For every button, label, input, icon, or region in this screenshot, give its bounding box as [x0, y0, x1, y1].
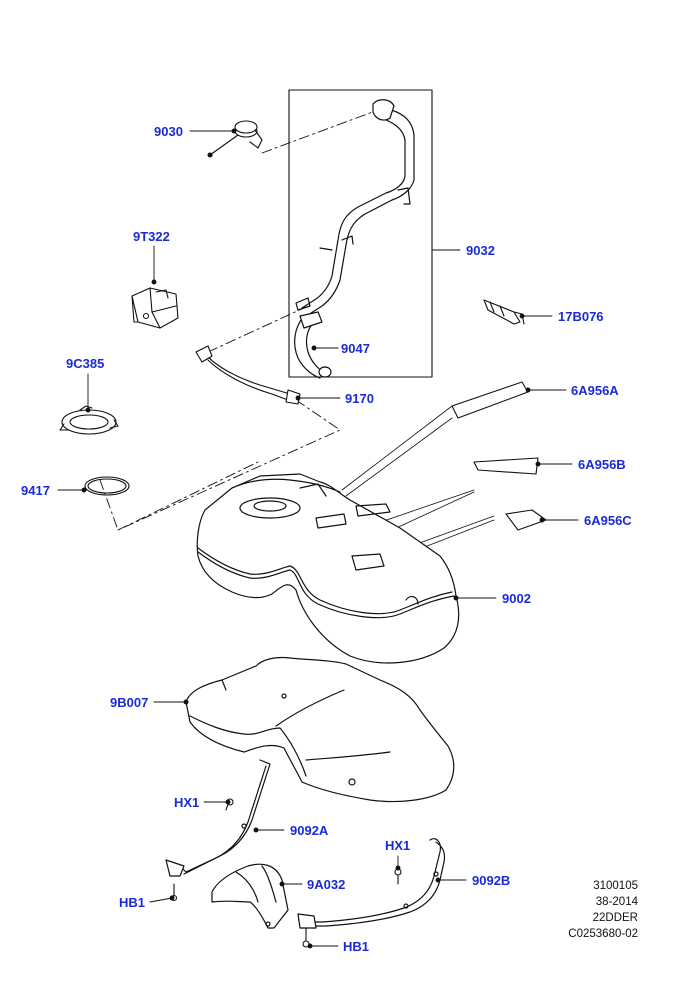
- vent-pipe: [195, 345, 301, 405]
- reference-block: 3100105 38-2014 22DDER C0253680-02: [568, 878, 638, 942]
- filler-pipe: [295, 99, 415, 316]
- bolts: [170, 798, 402, 948]
- callout-hx1-left[interactable]: HX1: [174, 795, 200, 810]
- callout-9417[interactable]: 9417: [21, 483, 50, 498]
- filler-hose: [294, 311, 332, 379]
- callout-leaders: [57, 128, 579, 949]
- callout-17B076[interactable]: 17B076: [558, 309, 604, 324]
- callout-9030[interactable]: 9030: [154, 124, 183, 139]
- callout-6A956A[interactable]: 6A956A: [571, 383, 619, 398]
- tank-seal: [84, 476, 130, 496]
- clip-part: [483, 299, 525, 325]
- insulation-pads: [451, 381, 547, 531]
- pad-leader-lines: [339, 405, 495, 563]
- callout-6A956B[interactable]: 6A956B: [578, 457, 626, 472]
- reference-line-1: 3100105: [593, 880, 638, 892]
- callout-9A032[interactable]: 9A032: [307, 877, 346, 892]
- callout-9092B[interactable]: 9092B: [472, 873, 511, 888]
- callout-9047[interactable]: 9047: [341, 341, 370, 356]
- filler-pipe-frame: [288, 89, 433, 378]
- canister-bracket: [131, 287, 179, 329]
- reference-line-2: 38-2014: [595, 896, 638, 908]
- strap-b: [297, 838, 446, 929]
- callout-9092A[interactable]: 9092A: [290, 823, 329, 838]
- callout-hx1-right[interactable]: HX1: [385, 838, 411, 853]
- callout-9002[interactable]: 9002: [502, 591, 531, 606]
- fuel-tank: [196, 473, 460, 664]
- strap-a: [165, 759, 271, 877]
- reference-line-3: 22DDER: [592, 912, 638, 924]
- strap-shield: [211, 863, 289, 929]
- assembly-lines: [99, 109, 379, 531]
- fuel-cap: [207, 120, 263, 158]
- callout-hb1-right[interactable]: HB1: [343, 939, 370, 954]
- callout-9032[interactable]: 9032: [466, 243, 495, 258]
- callout-9170[interactable]: 9170: [345, 391, 374, 406]
- callout-9C385[interactable]: 9C385: [66, 356, 105, 371]
- callout-6A956C[interactable]: 6A956C: [584, 513, 632, 528]
- callout-hb1-left[interactable]: HB1: [119, 895, 146, 910]
- reference-line-4: C0253680-02: [568, 928, 638, 940]
- callout-9B007[interactable]: 9B007: [110, 695, 149, 710]
- heat-shield: [185, 656, 455, 803]
- callout-9T322[interactable]: 9T322: [133, 229, 170, 244]
